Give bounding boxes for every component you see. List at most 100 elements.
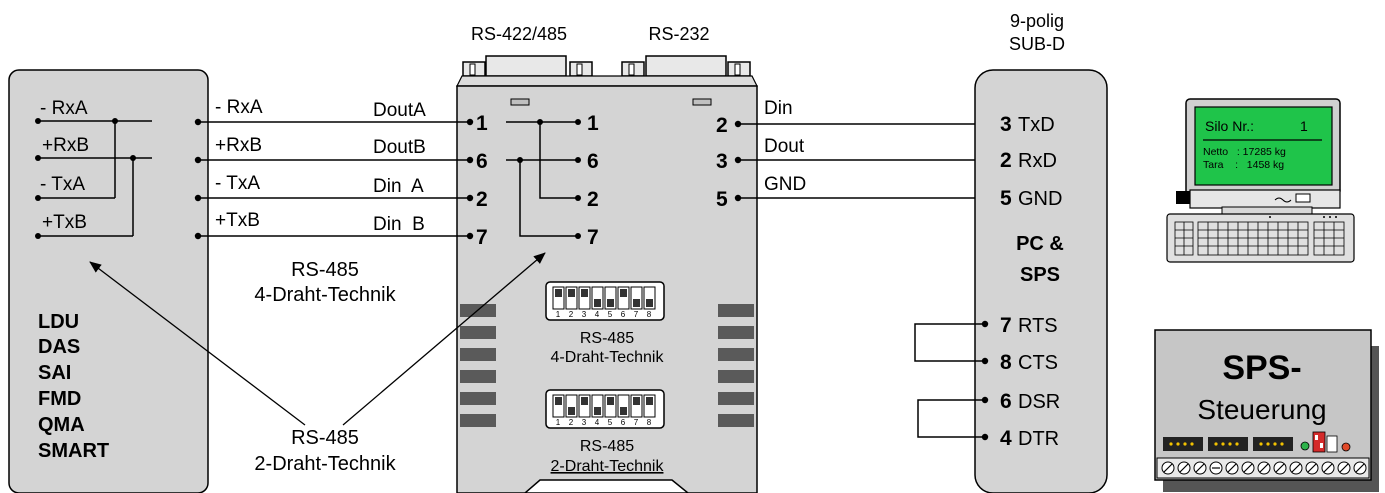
sps-controller-illustration: SPS- Steuerung	[1154, 329, 1379, 492]
wire-label-txa: - TxA	[215, 173, 260, 194]
label-4wire-line2: 4-Draht-Technik	[254, 284, 396, 306]
dip1-num-6: 6	[621, 310, 626, 319]
dip2-num-6: 6	[621, 418, 626, 427]
dip1-num-4: 4	[595, 310, 600, 319]
wire-label-rxb: +RxB	[215, 135, 262, 156]
device-sai: SAI	[38, 362, 71, 384]
sps-housing	[1154, 329, 1372, 481]
device-smart: SMART	[38, 440, 109, 462]
device-das: DAS	[38, 336, 80, 358]
subd-pin-2-name: RxD	[1018, 150, 1057, 172]
dip1-num-1: 1	[556, 310, 561, 319]
monitor-tara: Tara : 1458 kg	[1203, 159, 1284, 171]
subd-pin-7: 7	[1000, 314, 1012, 337]
device-list: LDU DAS SAI FMD QMA SMART	[38, 311, 109, 462]
sub-d-rs232-pins: 3 TxD 2 RxD 5 GND	[1000, 113, 1062, 210]
left-box-junction-dots	[35, 118, 136, 239]
inner-jumper-dots	[517, 119, 581, 239]
dip1-label-line1: RS-485	[580, 330, 634, 347]
subd-pin-7-name: RTS	[1018, 315, 1058, 337]
dip-switch-2wire: 1 2 3 4 5 6 7 8	[545, 389, 665, 429]
handshake-loops	[914, 323, 985, 438]
dip1-num-3: 3	[582, 310, 587, 319]
inner-pin-2: 2	[587, 188, 599, 211]
vent-slots-left	[460, 304, 496, 427]
label-4wire-line1: RS-485	[291, 259, 359, 281]
led-left	[510, 98, 530, 106]
dip2-num-2: 2	[569, 418, 574, 427]
rs232-pin-5: 5	[716, 188, 728, 211]
monitor-netto: Netto : 17285 kg	[1203, 146, 1286, 158]
rs422-485-header: RS-422/485	[471, 24, 567, 44]
rs232-pin-2: 2	[716, 114, 728, 137]
signal-dout: Dout	[764, 136, 805, 157]
left-terminal-txb-plus: +TxB	[42, 212, 87, 233]
vent-slots-right	[718, 304, 754, 427]
conv-pin-1: 1	[476, 112, 488, 135]
signal-douta: DoutA	[373, 100, 426, 121]
subd-pin-8-name: CTS	[1018, 352, 1058, 374]
pc-sps-title-line1: PC &	[1016, 233, 1064, 255]
dip2-num-7: 7	[634, 418, 639, 427]
subd-pin-5-name: GND	[1018, 188, 1062, 210]
left-terminal-rxa-minus: - RxA	[40, 98, 88, 119]
monitor-silo-label: Silo Nr.:	[1205, 118, 1254, 134]
sub-d-header-line1: 9-polig	[1010, 11, 1064, 31]
label-2wire-line1: RS-485	[291, 427, 359, 449]
dip2-num-1: 1	[556, 418, 561, 427]
signal-gnd: GND	[764, 174, 806, 195]
subd-pin-5: 5	[1000, 187, 1012, 210]
subd-pin-6-name: DSR	[1018, 391, 1060, 413]
device-qma: QMA	[38, 414, 85, 436]
signal-dina: Din A	[373, 176, 424, 197]
sps-title: SPS-	[1222, 349, 1301, 387]
subd-pin-8: 8	[1000, 351, 1012, 374]
dip1-num-7: 7	[634, 310, 639, 319]
device-ldu: LDU	[38, 311, 79, 333]
handshake-dots	[981, 320, 989, 441]
left-terminal-rxb-plus: +RxB	[42, 135, 89, 156]
four-wire-end-dots	[194, 118, 474, 240]
subd-pin-6: 6	[1000, 390, 1012, 413]
pc-base-unit	[1189, 189, 1341, 209]
dip2-label-line2: 2-Draht-Technik	[551, 458, 665, 475]
signal-dinb: Din B	[373, 214, 425, 235]
subd-pin-4-name: DTR	[1018, 428, 1059, 450]
dip1-label-line2: 4-Draht-Technik	[551, 349, 665, 366]
dip2-num-8: 8	[647, 418, 652, 427]
converter-top-plate	[456, 75, 758, 87]
device-fmd: FMD	[38, 388, 81, 410]
inner-pin-7: 7	[587, 226, 599, 249]
conv-pin-7: 7	[476, 226, 488, 249]
arrow-to-left-box	[89, 261, 306, 426]
inner-pin-1: 1	[587, 112, 599, 135]
led-right	[692, 98, 712, 106]
rs232-header: RS-232	[648, 24, 709, 44]
pc-computer-illustration: Silo Nr.: 1 Netto : 17285 kg Tara : 1458…	[1166, 98, 1355, 263]
sub-d-header-line2: SUB-D	[1009, 34, 1065, 54]
dip-switch-4wire: 1 2 3 4 5 6 7 8	[545, 281, 665, 321]
wire-label-txb: +TxB	[215, 210, 260, 231]
dip2-label-line1: RS-485	[580, 438, 634, 455]
rs232-connector	[621, 55, 751, 77]
signal-doutb: DoutB	[373, 137, 426, 158]
dip2-num-3: 3	[582, 418, 587, 427]
wire-label-rxa: - RxA	[215, 97, 263, 118]
left-device-box	[8, 69, 209, 493]
conv-pin-2: 2	[476, 188, 488, 211]
label-2wire-line2: 2-Draht-Technik	[254, 453, 396, 475]
pc-sps-title-line2: SPS	[1020, 264, 1060, 286]
pc-sps-box	[974, 69, 1108, 493]
subd-pin-3-name: TxD	[1018, 114, 1055, 136]
monitor-screen	[1194, 106, 1333, 186]
rs485-connector	[462, 55, 593, 77]
subd-pin-3: 3	[1000, 113, 1012, 136]
subd-pin-4: 4	[1000, 427, 1012, 450]
conv-pin-6: 6	[476, 150, 488, 173]
din-rail-clip	[523, 479, 690, 493]
subd-pin-2: 2	[1000, 149, 1012, 172]
dip1-num-2: 2	[569, 310, 574, 319]
inner-pin-6: 6	[587, 150, 599, 173]
signal-din: Din	[764, 98, 793, 119]
